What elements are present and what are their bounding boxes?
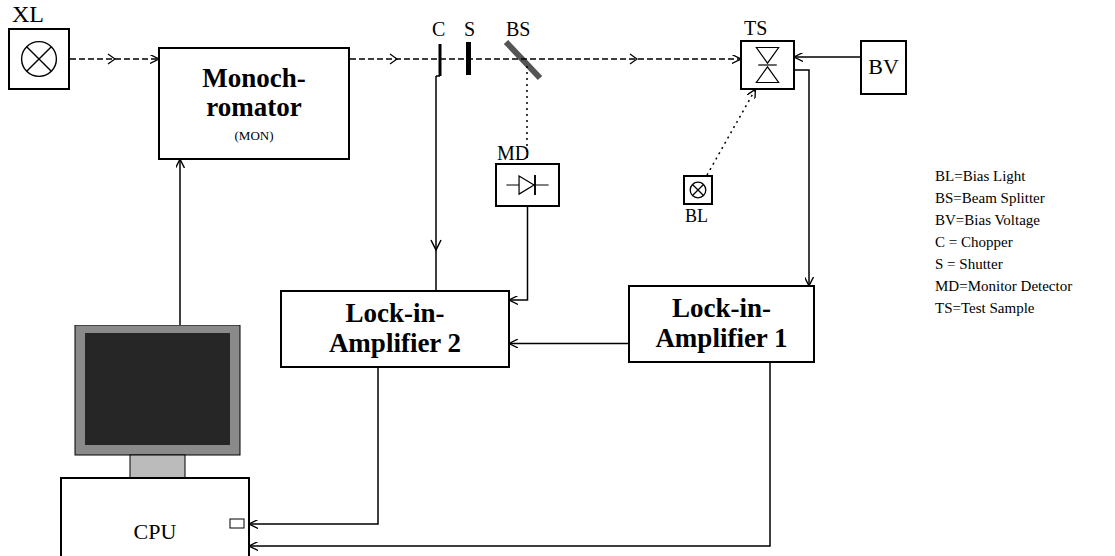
signal-wire: [510, 207, 528, 300]
light-path: [707, 90, 755, 175]
beam-path: [795, 56, 860, 58]
node-label: Lock-in- Amplifier 2: [315, 299, 475, 358]
chopper-link: [436, 75, 440, 77]
wire-arrow: [431, 240, 441, 250]
lock-in-amplifier: Lock-in- Amplifier 1: [628, 285, 815, 363]
xenon-lamp: XL: [8, 28, 70, 90]
node-label: BV: [868, 55, 899, 79]
lock-in-amplifier: Lock-in- Amplifier 2: [280, 290, 510, 368]
abbreviation-note: MD=Monitor Detector: [935, 278, 1072, 295]
abbreviation-note: TS=Test Sample: [935, 300, 1035, 317]
signal-wire: [795, 70, 809, 285]
abbreviation-note: BS=Beam Splitter: [935, 190, 1045, 207]
beam-splitter: [506, 42, 540, 78]
part-label: C: [432, 18, 445, 41]
part-label: S: [464, 18, 475, 41]
monitor-detector: MD: [495, 163, 560, 207]
node-label: TS: [744, 17, 767, 39]
beam-path: [70, 58, 158, 60]
bias-light: BL: [683, 175, 713, 205]
chopper-reference-wire: [435, 76, 437, 290]
node-sublabel: (MON): [235, 129, 274, 143]
ts-symbol: [742, 42, 793, 88]
monochromator-box: Monoch- romator (MON): [158, 47, 350, 160]
node-label: XL: [12, 1, 44, 27]
abbreviation-note: C = Chopper: [935, 234, 1013, 251]
abbreviation-note: S = Shutter: [935, 256, 1003, 273]
node-label: CPU: [60, 520, 250, 544]
node-label: MD: [497, 142, 529, 164]
lamp-symbol: [10, 30, 68, 88]
signal-wire: [179, 160, 181, 325]
diode-symbol: [497, 165, 558, 205]
bias-voltage-box: BV: [860, 40, 907, 95]
abbreviation-note: BV=Bias Voltage: [935, 212, 1040, 229]
signal-wire: [250, 368, 378, 524]
lamp-symbol: [685, 177, 711, 203]
abbreviation-note: BL=Bias Light: [935, 168, 1026, 185]
node-label: Monoch- romator: [189, 64, 319, 123]
signal-wire: [510, 343, 628, 345]
test-sample: TS: [740, 40, 795, 90]
beam-path: [350, 58, 740, 60]
chopper-blade: [439, 44, 442, 76]
signal-wire: [250, 363, 770, 546]
node-label: Lock-in- Amplifier 1: [642, 294, 802, 353]
part-label: BS: [506, 18, 530, 41]
node-label: BL: [685, 207, 708, 227]
computer: CPU: [60, 325, 250, 556]
